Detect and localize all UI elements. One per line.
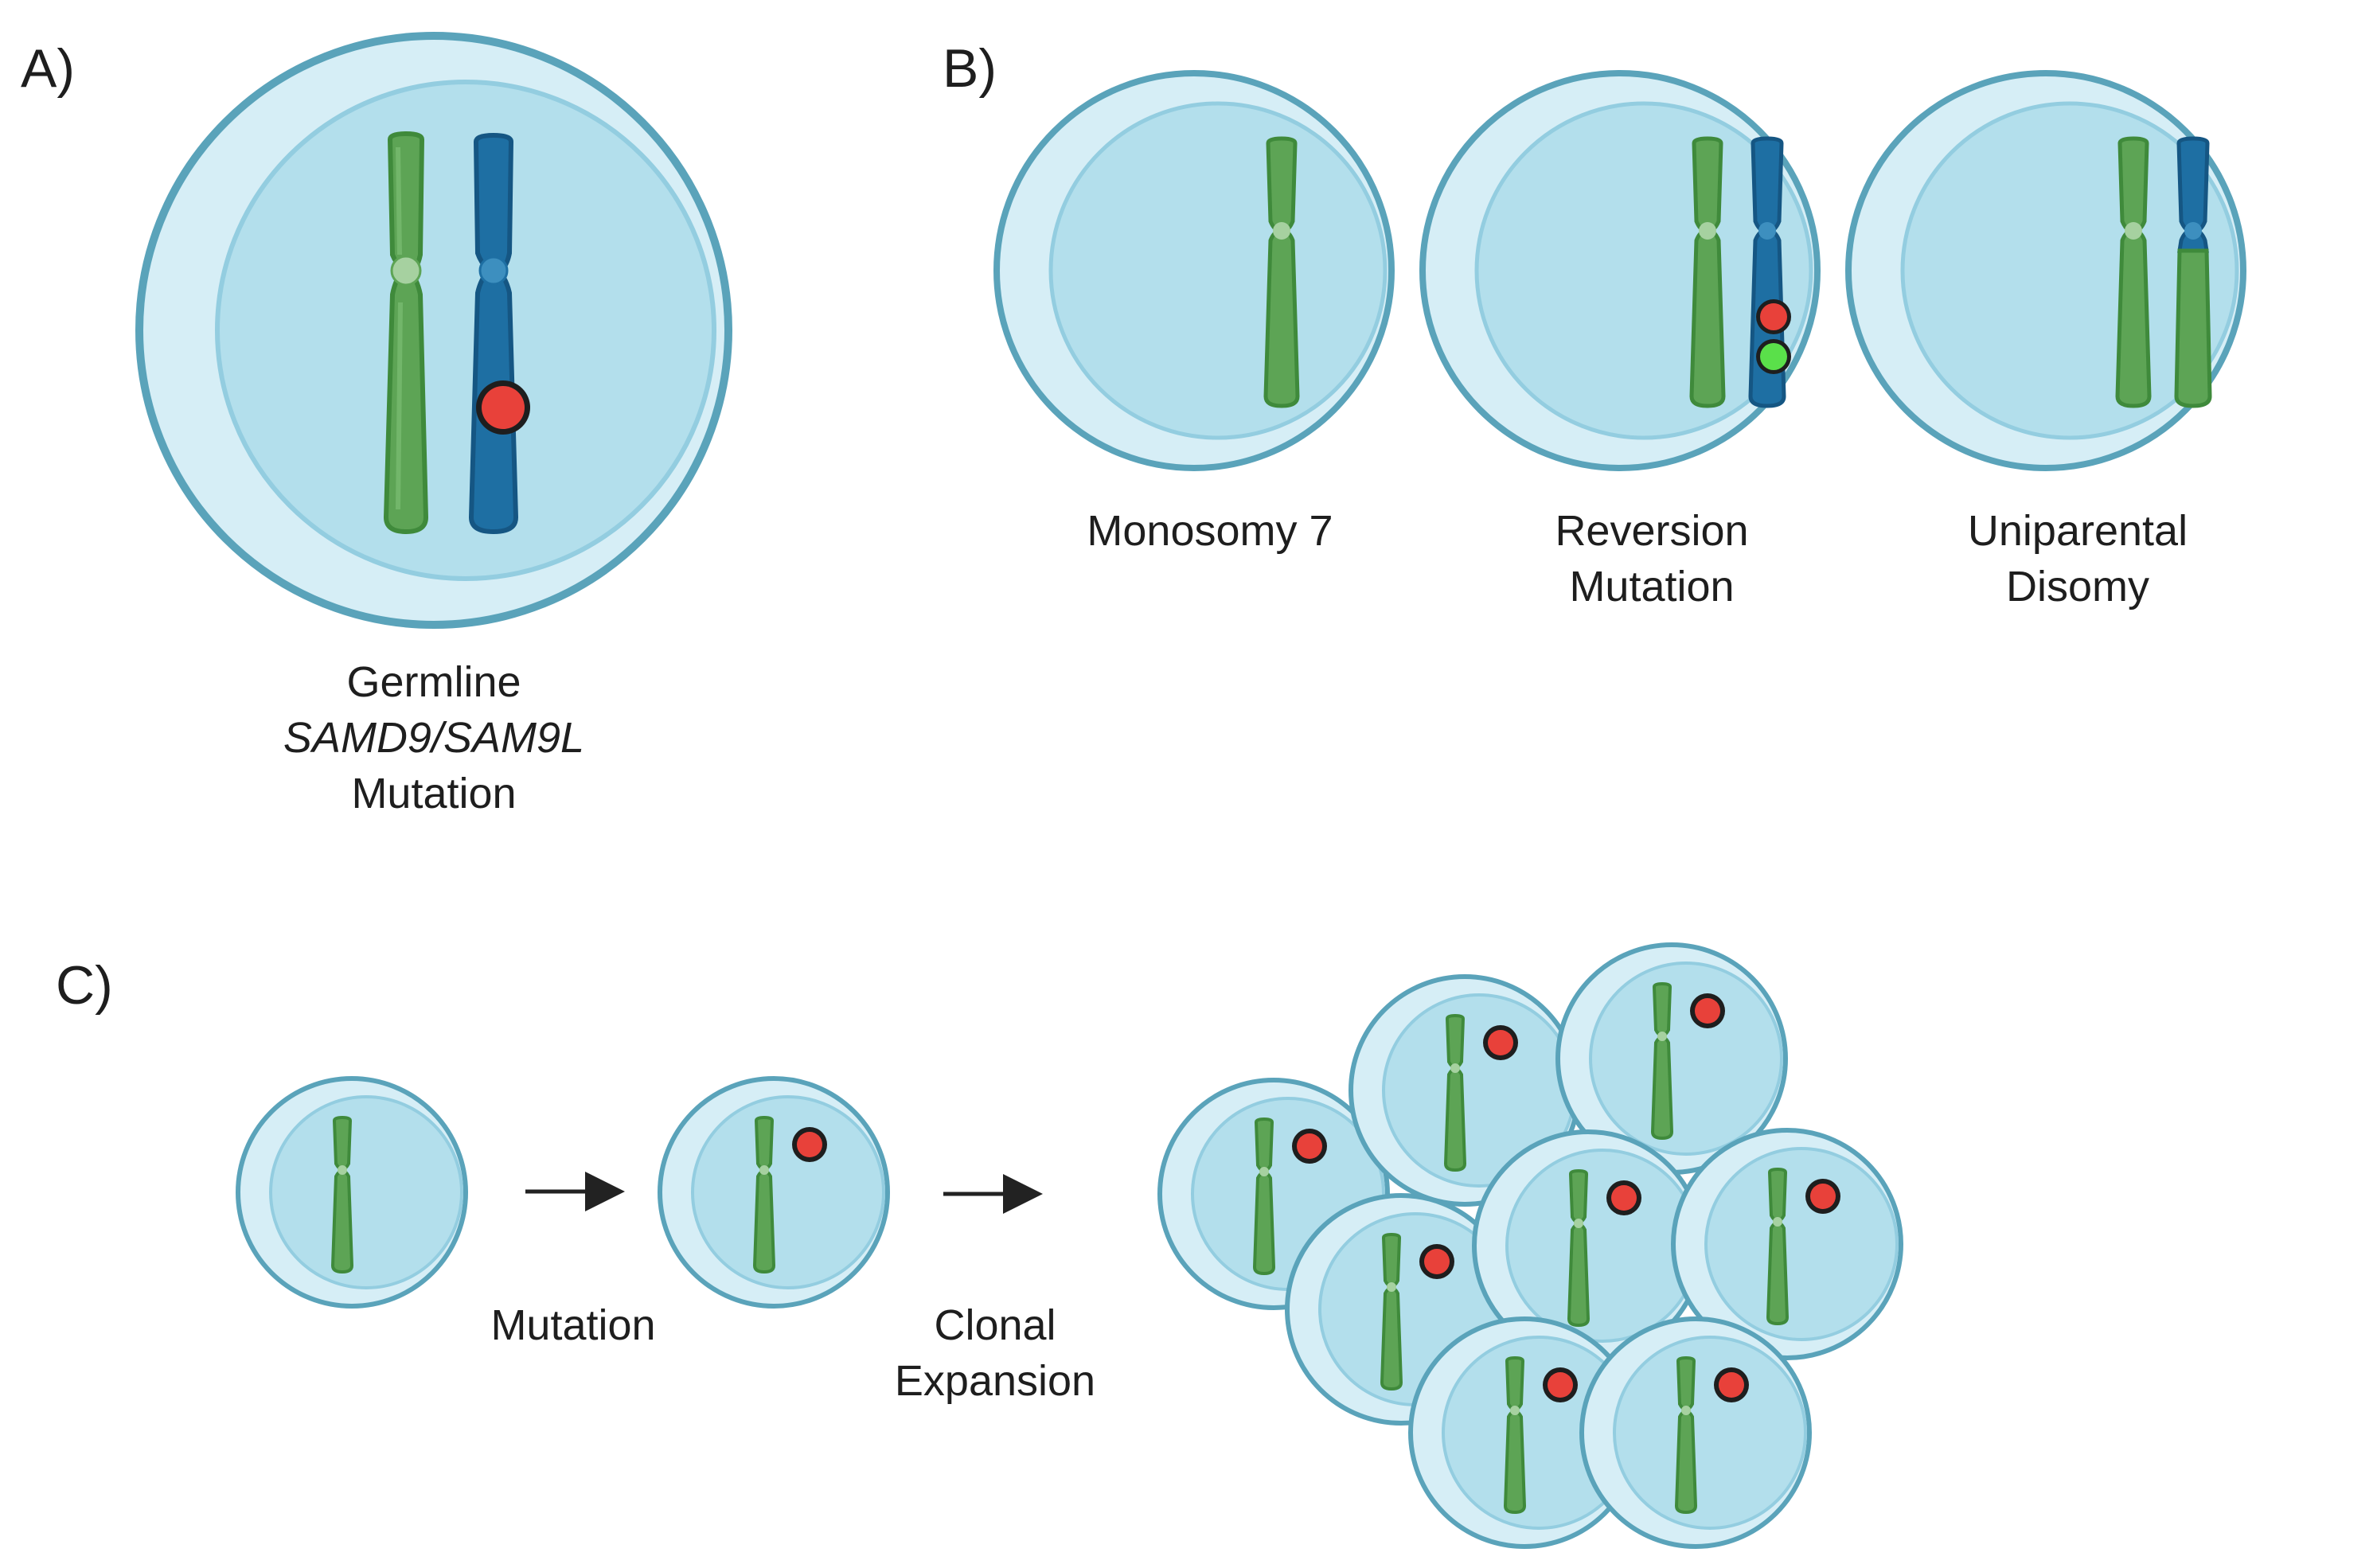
- panel-b-cell-reversion: [1419, 70, 1821, 471]
- clone-chromosome: [1380, 1232, 1403, 1391]
- clone-mutation-icon: [1483, 1025, 1518, 1060]
- panel-a-caption-gene: SAMD9/SAM9L: [283, 714, 585, 763]
- clone-cell-2: [1349, 974, 1581, 1207]
- panel-a-cell: [135, 32, 732, 629]
- panel-b-letter: B): [943, 38, 997, 99]
- upd-label-line2: Disomy: [2005, 563, 2149, 611]
- mutation-icon: [792, 1127, 827, 1162]
- panel-c-initial-cell: [236, 1076, 468, 1309]
- panel-a-green-chromosome: [383, 131, 429, 535]
- clone-chromosome: [1766, 1167, 1790, 1326]
- panel-a-caption-line1: Germline: [346, 658, 521, 706]
- clone-chromosome: [1443, 1013, 1467, 1172]
- panel-b-label-reversion: Reversion Mutation: [1516, 503, 1787, 614]
- panel-b-cell-monosomy: [993, 70, 1395, 471]
- panel-b-cell-upd: [1845, 70, 2246, 471]
- panel-a-caption: Germline SAMD9/SAM9L Mutation: [195, 654, 673, 822]
- clone-mutation-icon: [1690, 993, 1725, 1028]
- clone-cell-5: [1472, 1129, 1704, 1362]
- clone-cell-8: [1579, 1316, 1812, 1549]
- clone-cell-3: [1555, 942, 1788, 1175]
- panel-c-mutation-label: Mutation: [446, 1297, 701, 1353]
- clonal-label-line1: Clonal: [934, 1301, 1056, 1349]
- clonal-cell-cluster: [1157, 942, 1903, 1549]
- mutation-step-label: Mutation: [490, 1301, 656, 1349]
- clone-mutation-icon: [1805, 1179, 1840, 1214]
- reversion-mutation-green-icon: [1756, 339, 1791, 374]
- clone-chromosome: [1650, 981, 1674, 1141]
- clone-cell-7: [1408, 1316, 1641, 1549]
- clone-chromosome: [1567, 1168, 1591, 1328]
- clone-mutation-icon: [1606, 1180, 1641, 1215]
- panel-b-label-upd: Uniparental Disomy: [1942, 503, 2213, 614]
- clone-mutation-icon: [1292, 1129, 1327, 1164]
- clone-cell-6: [1671, 1128, 1903, 1360]
- panel-a-caption-line3: Mutation: [351, 770, 517, 818]
- reversion-label-line1: Reversion: [1555, 507, 1749, 555]
- clonal-label-line2: Expansion: [894, 1357, 1096, 1406]
- panel-a-letter: A): [21, 38, 75, 99]
- panel-c-letter: C): [56, 955, 113, 1016]
- reversion-mutation-red-icon: [1756, 299, 1791, 334]
- monosomy-label-line1: Monosomy 7: [1087, 507, 1333, 555]
- clone-chromosome: [1674, 1355, 1698, 1515]
- upd-label-line1: Uniparental: [1967, 507, 2188, 555]
- clone-chromosome: [1252, 1117, 1276, 1276]
- panel-c-mutated-cell: [658, 1076, 890, 1309]
- clone-mutation-icon: [1419, 1244, 1454, 1279]
- clone-mutation-icon: [1714, 1367, 1749, 1402]
- panel-a-mutation-icon: [476, 380, 530, 435]
- panel-c-expansion-label: Clonal Expansion: [864, 1297, 1126, 1409]
- reversion-label-line2: Mutation: [1569, 563, 1735, 611]
- clone-mutation-icon: [1543, 1367, 1578, 1402]
- panel-a-blue-chromosome: [468, 132, 519, 535]
- panel-b-label-monosomy: Monosomy 7: [1075, 503, 1345, 559]
- clone-chromosome: [1503, 1355, 1527, 1515]
